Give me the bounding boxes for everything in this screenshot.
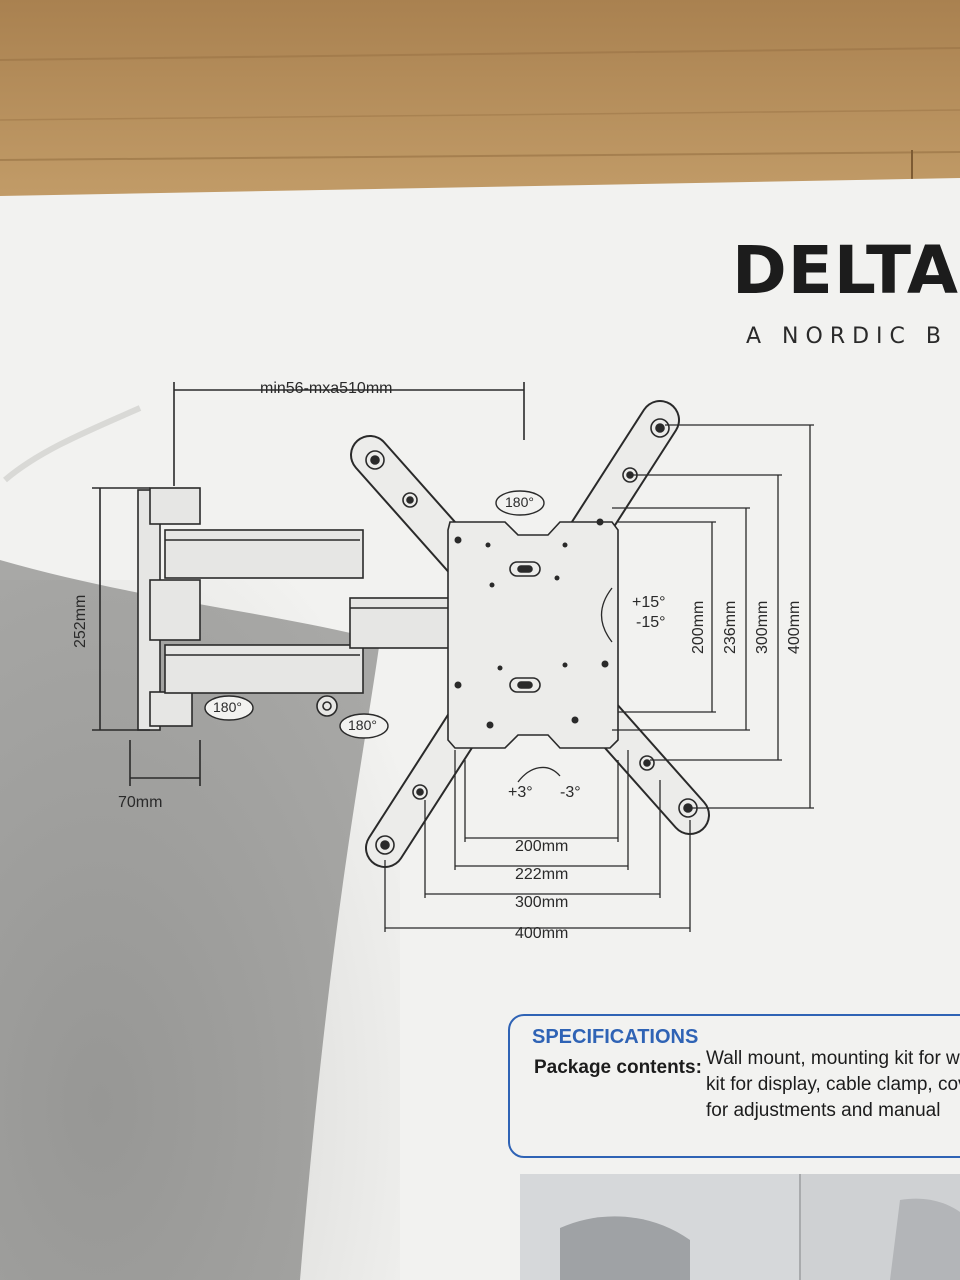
vesa-dimension-lines xyxy=(384,424,814,932)
brand-tagline: A NORDIC B xyxy=(746,324,948,349)
swivel-left-badge xyxy=(204,695,254,721)
smudge-mark xyxy=(3,405,142,483)
wood-floor xyxy=(0,0,960,200)
wall-arm-drawing xyxy=(92,382,525,786)
package-contents-line-2: kit for display, cable clamp, cove xyxy=(706,1074,960,1095)
brand-name: DELTAC xyxy=(732,232,960,309)
swivel-right-badge xyxy=(339,713,389,739)
vesa-plate-drawing xyxy=(350,400,710,868)
specifications-panel xyxy=(508,1014,960,1158)
tilt-down-label: -15° xyxy=(636,614,666,631)
sofa-photo xyxy=(520,1174,960,1280)
specifications-title: SPECIFICATIONS xyxy=(532,1026,699,1048)
arm-height-label: 252mm xyxy=(72,594,89,648)
package-contents-line-1: Wall mount, mounting kit for wall xyxy=(706,1048,960,1069)
package-contents-line-3: for adjustments and manual xyxy=(706,1100,941,1121)
vesa-width-222: 222mm xyxy=(515,866,569,883)
swivel-top-badge xyxy=(495,490,545,516)
swivel-left-label: 180° xyxy=(213,699,242,715)
wall-depth-label: 70mm xyxy=(118,794,163,811)
swivel-right-label: 180° xyxy=(348,717,377,733)
vesa-width-300: 300mm xyxy=(515,894,569,911)
roll-left-label: +3° xyxy=(508,784,533,801)
vesa-height-400: 400mm xyxy=(786,600,803,654)
swivel-badges xyxy=(204,490,545,739)
vesa-width-200: 200mm xyxy=(515,838,569,855)
vesa-width-400: 400mm xyxy=(515,925,569,942)
swivel-top-label: 180° xyxy=(505,494,534,510)
roll-right-label: -3° xyxy=(560,784,581,801)
arm-extension-label: min56-mxa510mm xyxy=(260,380,393,397)
vesa-height-200: 200mm xyxy=(690,600,707,654)
package-contents-label: Package contents: xyxy=(534,1057,702,1078)
vesa-height-300: 300mm xyxy=(754,600,771,654)
vesa-height-236: 236mm xyxy=(722,600,739,654)
tilt-up-label: +15° xyxy=(632,594,666,611)
